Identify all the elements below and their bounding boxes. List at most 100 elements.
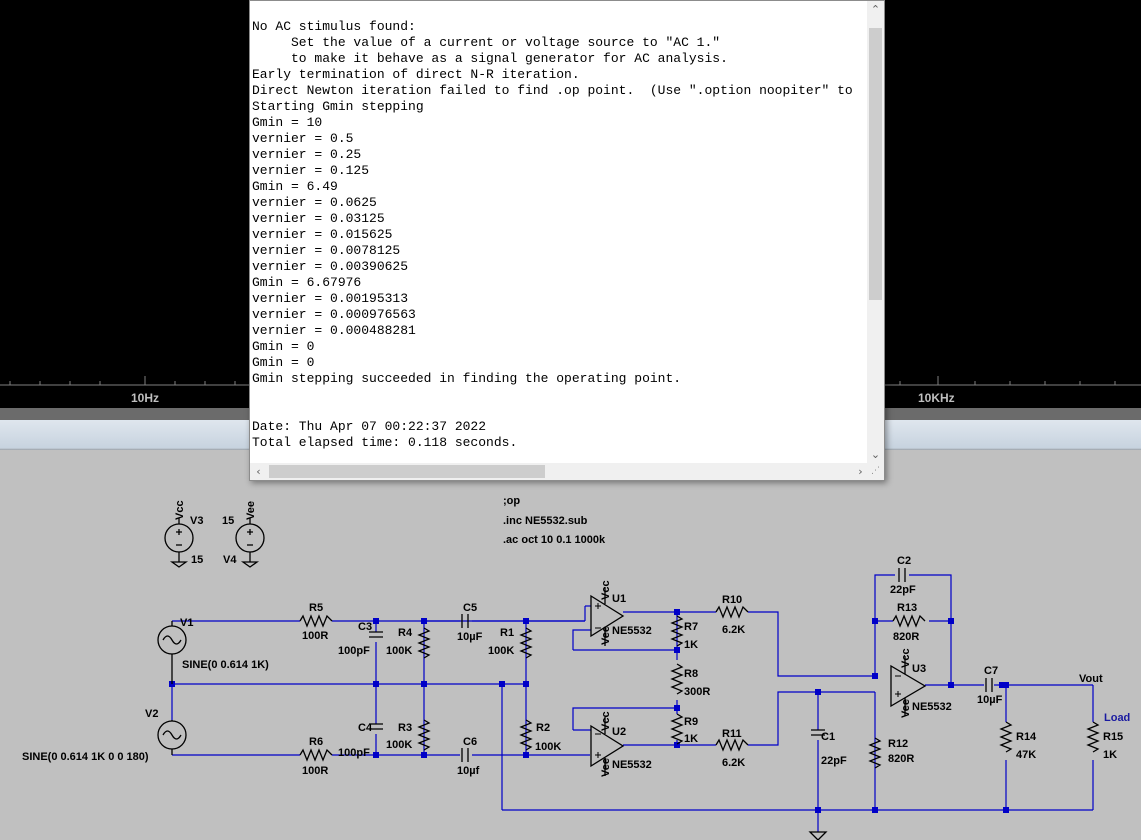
log-line: Starting Gmin stepping — [252, 99, 424, 114]
log-line: Total elapsed time: 0.118 seconds. — [252, 435, 518, 450]
r4-value[interactable]: 100K — [386, 645, 412, 657]
vertical-scroll-thumb[interactable] — [869, 28, 882, 300]
v3-net-vcc[interactable]: Vcc — [174, 500, 186, 520]
r11-value[interactable]: 6.2K — [722, 757, 745, 769]
v1-label[interactable]: V1 — [180, 617, 193, 629]
r5-label[interactable]: R5 — [309, 602, 323, 614]
r12-label[interactable]: R12 — [888, 738, 908, 750]
net-label-load[interactable]: Load — [1104, 712, 1130, 724]
log-line: vernier = 0.0078125 — [252, 243, 401, 258]
u2-value[interactable]: NE5532 — [612, 759, 652, 771]
v3-label[interactable]: V3 — [190, 515, 203, 527]
scroll-down-icon[interactable]: ⌄ — [870, 448, 881, 461]
r9-label[interactable]: R9 — [684, 716, 698, 728]
r1-value[interactable]: 100K — [488, 645, 514, 657]
r3-label[interactable]: R3 — [398, 722, 412, 734]
c6-label[interactable]: C6 — [463, 736, 477, 748]
v4-label[interactable]: V4 — [223, 554, 237, 566]
log-line: to make it behave as a signal generator … — [252, 51, 728, 66]
r7-label[interactable]: R7 — [684, 621, 698, 633]
u2-label[interactable]: U2 — [612, 726, 626, 738]
log-text-area[interactable]: No AC stimulus found: Set the value of a… — [252, 19, 868, 463]
u1-value[interactable]: NE5532 — [612, 625, 652, 637]
v2-value[interactable]: SINE(0 0.614 1K 0 0 180) — [22, 751, 149, 763]
scroll-right-icon[interactable]: › — [858, 465, 863, 478]
r8-value[interactable]: 300R — [684, 686, 710, 698]
c1-value[interactable]: 22pF — [821, 755, 847, 767]
c6-value[interactable]: 10µf — [457, 765, 480, 777]
vertical-scrollbar[interactable]: ⌃ ⌄ — [867, 1, 884, 463]
r9-value[interactable]: 1K — [684, 733, 698, 745]
c3-label[interactable]: C3 — [358, 621, 372, 633]
log-line: vernier = 0.00195313 — [252, 291, 409, 306]
v4-value[interactable]: 15 — [222, 515, 234, 527]
r14-label[interactable]: R14 — [1016, 731, 1037, 743]
c3-value[interactable]: 100pF — [338, 645, 370, 657]
r11-label[interactable]: R11 — [722, 728, 742, 740]
v3-value[interactable]: 15 — [191, 554, 203, 566]
c2-label[interactable]: C2 — [897, 555, 911, 567]
r6-label[interactable]: R6 — [309, 736, 323, 748]
directive-op[interactable]: ;op — [503, 495, 520, 507]
u3-label[interactable]: U3 — [912, 663, 926, 675]
log-line: vernier = 0.125 — [252, 163, 370, 178]
schematic-canvas[interactable]: ;op .inc NE5532.sub .ac oct 10 0.1 1000k… — [0, 450, 1141, 840]
r6-value[interactable]: 100R — [302, 765, 328, 777]
c7-label[interactable]: C7 — [984, 665, 998, 677]
r2-label[interactable]: R2 — [536, 722, 550, 734]
r2-value[interactable]: 100K — [535, 741, 561, 753]
log-line: vernier = 0.015625 — [252, 227, 393, 242]
scroll-left-icon[interactable]: ‹ — [256, 465, 261, 478]
log-line: vernier = 0.03125 — [252, 211, 385, 226]
log-line: No AC stimulus found: — [252, 19, 416, 34]
c1-label[interactable]: C1 — [821, 731, 835, 743]
scroll-up-icon[interactable]: ⌃ — [870, 3, 881, 16]
u1-vee[interactable]: Vee — [600, 626, 612, 645]
directive-include[interactable]: .inc NE5532.sub — [503, 515, 588, 527]
r7-value[interactable]: 1K — [684, 639, 698, 651]
r4-label[interactable]: R4 — [398, 627, 413, 639]
v2-label[interactable]: V2 — [145, 708, 158, 720]
log-line: Gmin = 0 — [252, 339, 315, 354]
horizontal-scroll-thumb[interactable] — [269, 465, 545, 478]
log-line: vernier = 0.5 — [252, 131, 354, 146]
log-line: Gmin stepping succeeded in finding the o… — [252, 371, 682, 386]
u3-value[interactable]: NE5532 — [912, 701, 952, 713]
c2-value[interactable]: 22pF — [890, 584, 916, 596]
r15-value[interactable]: 1K — [1103, 749, 1117, 761]
c7-value[interactable]: 10µF — [977, 694, 1003, 706]
r1-label[interactable]: R1 — [500, 627, 514, 639]
r15-label[interactable]: R15 — [1103, 731, 1123, 743]
r10-value[interactable]: 6.2K — [722, 624, 745, 636]
log-line: Gmin = 6.67976 — [252, 275, 362, 290]
u1-label[interactable]: U1 — [612, 593, 626, 605]
x-tick-10khz: 10KHz — [918, 391, 955, 405]
r3-value[interactable]: 100K — [386, 739, 412, 751]
r13-label[interactable]: R13 — [897, 602, 917, 614]
spice-log-window[interactable]: No AC stimulus found: Set the value of a… — [249, 0, 885, 481]
c5-value[interactable]: 10µF — [457, 631, 483, 643]
u2-vcc[interactable]: Vcc — [600, 711, 612, 731]
u3-vcc[interactable]: Vcc — [900, 648, 912, 668]
directive-ac[interactable]: .ac oct 10 0.1 1000k — [503, 534, 606, 546]
u2-vee[interactable]: Vee — [600, 758, 612, 777]
r5-value[interactable]: 100R — [302, 630, 328, 642]
horizontal-scrollbar[interactable]: ‹ › — [250, 463, 869, 480]
c4-label[interactable]: C4 — [358, 722, 373, 734]
r13-value[interactable]: 820R — [893, 631, 919, 643]
r12-value[interactable]: 820R — [888, 753, 914, 765]
net-label-vout[interactable]: Vout — [1079, 673, 1103, 685]
c4-value[interactable]: 100pF — [338, 747, 370, 759]
u1-vcc[interactable]: Vcc — [600, 580, 612, 600]
v4-net-vee[interactable]: Vee — [245, 501, 257, 520]
opamp-polarity-marks — [595, 603, 901, 758]
resize-grip-icon[interactable]: ⋰ — [867, 463, 884, 480]
v1-value[interactable]: SINE(0 0.614 1K) — [182, 659, 269, 671]
r8-label[interactable]: R8 — [684, 668, 698, 680]
c5-label[interactable]: C5 — [463, 602, 477, 614]
log-line: vernier = 0.25 — [252, 147, 362, 162]
r14-value[interactable]: 47K — [1016, 749, 1036, 761]
log-line: Gmin = 10 — [252, 115, 323, 130]
r10-label[interactable]: R10 — [722, 594, 742, 606]
u3-vee[interactable]: Vee — [900, 699, 912, 718]
